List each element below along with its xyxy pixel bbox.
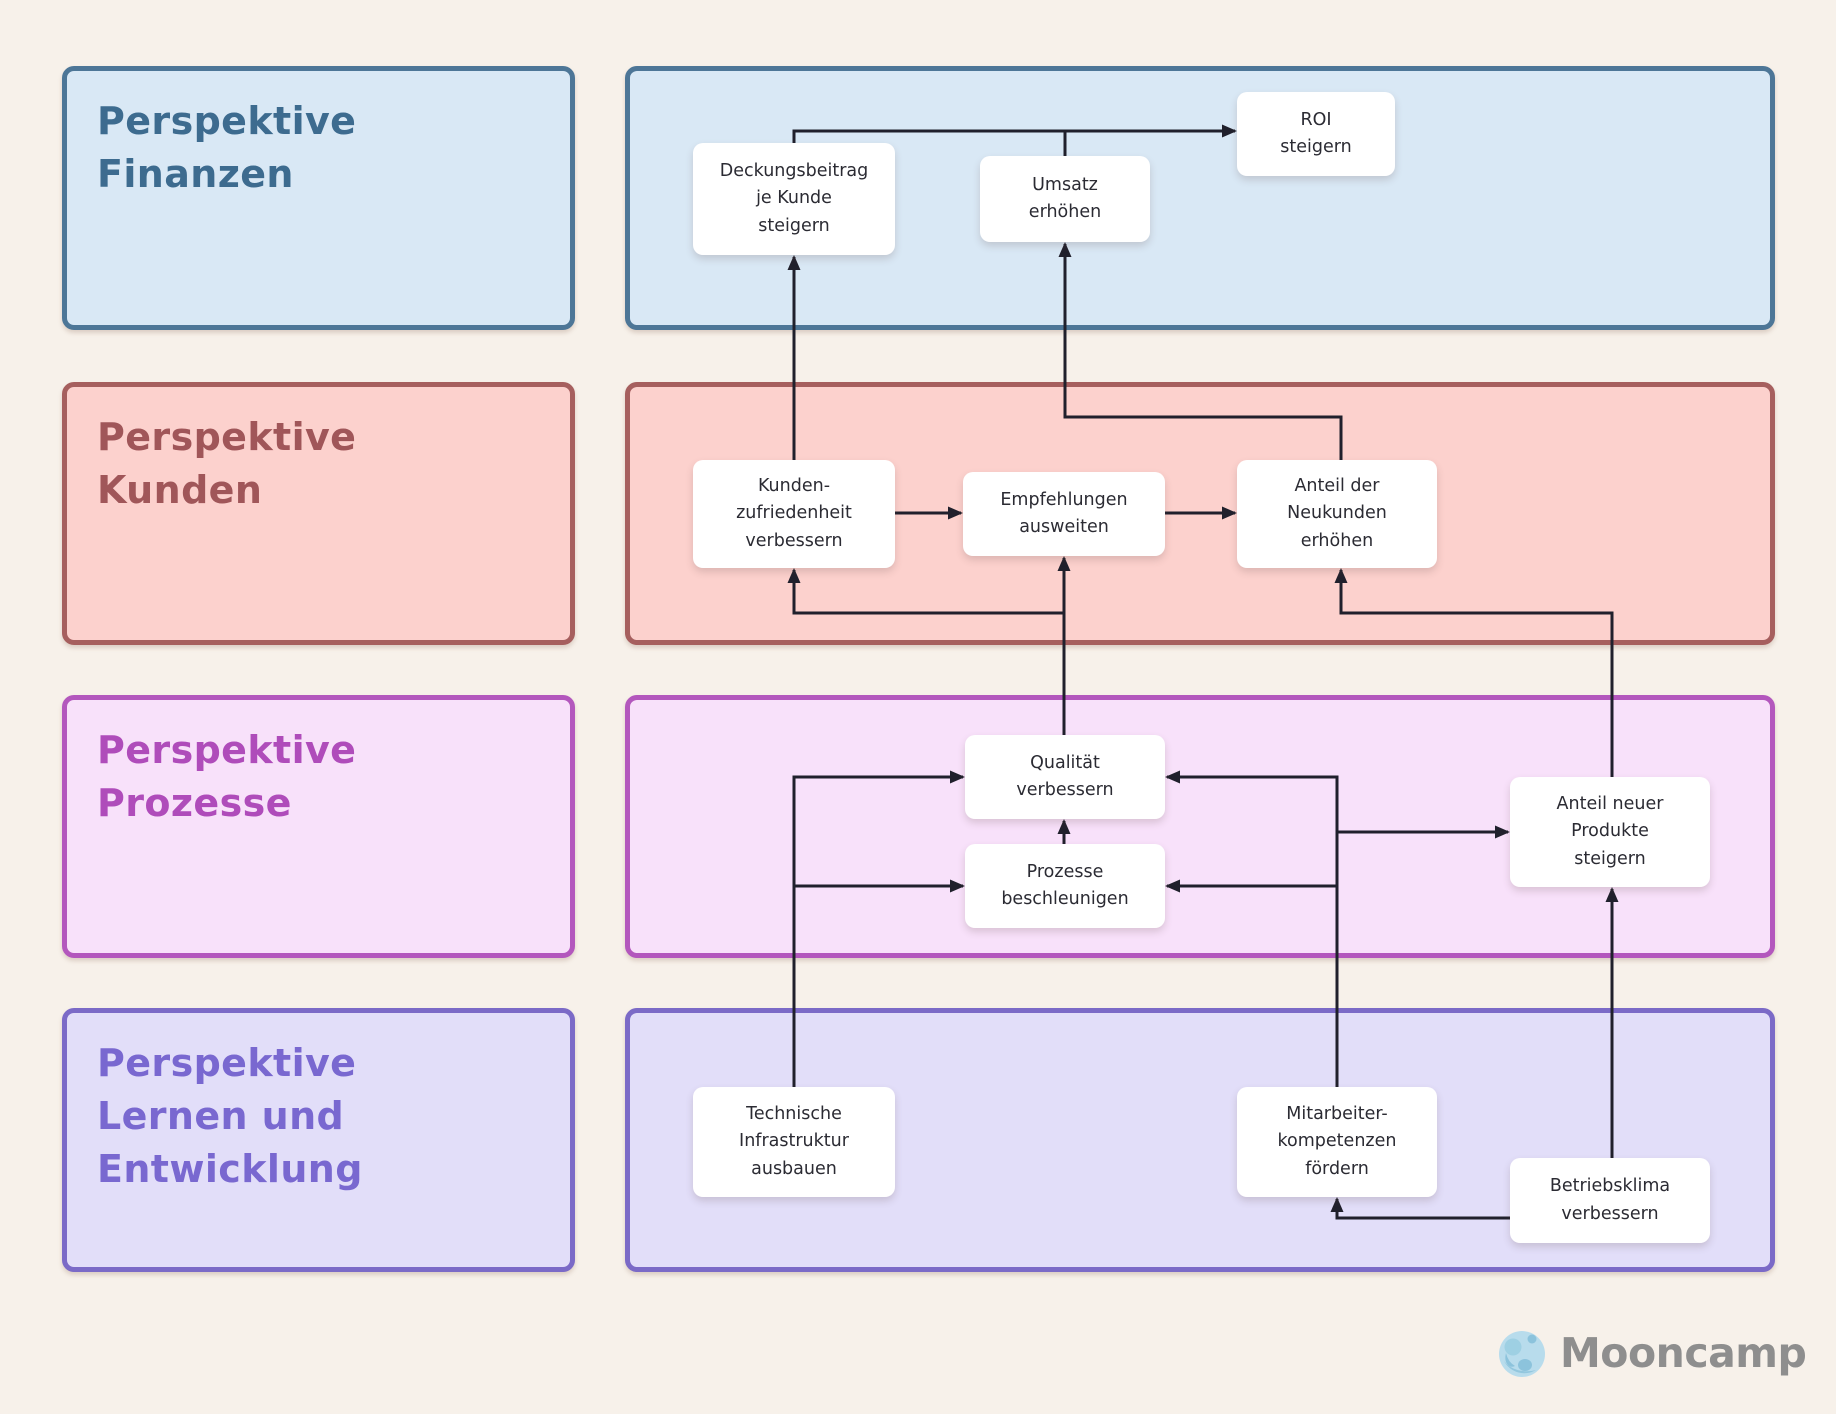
- perspective-label-prozesse: Perspektive Prozesse: [62, 695, 575, 958]
- node-kundenzufriedenheit: Kunden- zufriedenheit verbessern: [693, 460, 895, 568]
- moon-icon: [1499, 1331, 1545, 1377]
- perspective-label-kunden: Perspektive Kunden: [62, 382, 575, 645]
- node-mitarbeiter: Mitarbeiter- kompetenzen fördern: [1237, 1087, 1437, 1197]
- node-empfehlungen: Empfehlungen ausweiten: [963, 472, 1165, 556]
- mooncamp-logo: Mooncamp: [1496, 1327, 1807, 1379]
- logo-wordmark: Mooncamp: [1560, 1329, 1807, 1377]
- node-prozesse-beschleunigen: Prozesse beschleunigen: [965, 844, 1165, 928]
- node-qualitaet: Qualität verbessern: [965, 735, 1165, 819]
- node-neukunden: Anteil der Neukunden erhöhen: [1237, 460, 1437, 568]
- node-infrastruktur: Technische Infrastruktur ausbauen: [693, 1087, 895, 1197]
- perspective-label-lernen: Perspektive Lernen und Entwicklung: [62, 1008, 575, 1272]
- node-roi: ROI steigern: [1237, 92, 1395, 176]
- node-betriebsklima: Betriebsklima verbessern: [1510, 1158, 1710, 1243]
- node-deckungsbeitrag: Deckungsbeitrag je Kunde steigern: [693, 143, 895, 255]
- perspective-label-finanzen: Perspektive Finanzen: [62, 66, 575, 330]
- node-neue-produkte: Anteil neuer Produkte steigern: [1510, 777, 1710, 887]
- node-umsatz: Umsatz erhöhen: [980, 156, 1150, 242]
